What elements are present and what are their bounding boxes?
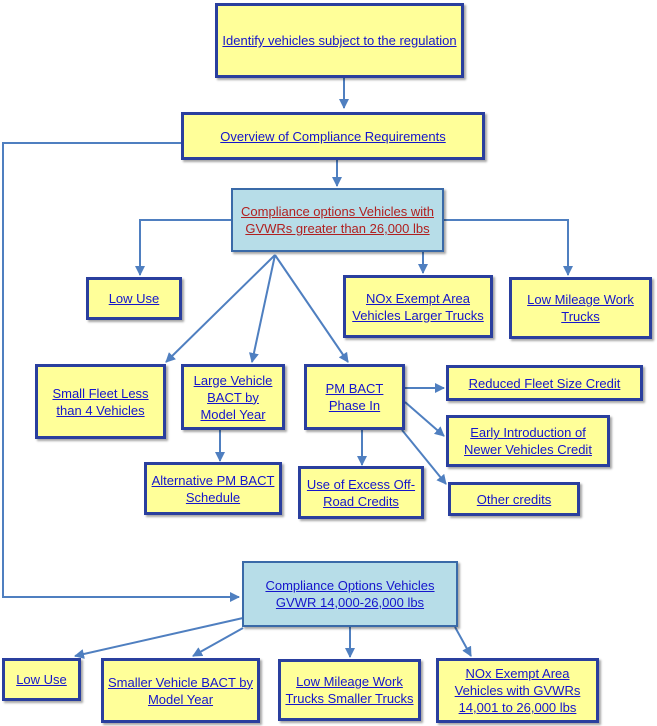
node-nox-exempt-small[interactable]: NOx Exempt Area Vehicles with GVWRs 14,0… xyxy=(436,658,599,723)
node-low-mileage-work[interactable]: Low Mileage Work Trucks xyxy=(509,277,652,339)
link-small-fleet[interactable]: Small Fleet Less than 4 Vehicles xyxy=(52,385,149,418)
link-identify-vehicles[interactable]: Identify vehicles subject to the regulat… xyxy=(222,33,457,48)
arrow-options-small-smaller-bact xyxy=(192,627,244,657)
node-low-use-large[interactable]: Low Use xyxy=(86,277,182,320)
link-low-mileage-work[interactable]: Low Mileage Work Trucks xyxy=(527,292,634,324)
link-pm-bact-phase-in[interactable]: PM BACT Phase In xyxy=(325,381,384,413)
node-low-use-small[interactable]: Low Use xyxy=(2,658,81,701)
node-identify-vehicles[interactable]: Identify vehicles subject to the regulat… xyxy=(215,3,464,78)
link-early-introduction[interactable]: Early Introduction of Newer Vehicles Cre… xyxy=(464,425,592,457)
arrow-overview-options-small xyxy=(2,142,240,602)
arrow-options-low-use xyxy=(135,219,231,276)
link-options-large-vehicles[interactable]: Compliance options Vehicles with GVWRs g… xyxy=(241,204,434,236)
link-overview-compliance[interactable]: Overview of Compliance Requirements xyxy=(220,128,446,144)
node-small-fleet[interactable]: Small Fleet Less than 4 Vehicles xyxy=(35,364,166,439)
node-low-mileage-smaller[interactable]: Low Mileage Work Trucks Smaller Trucks xyxy=(278,659,421,721)
arrow-options-large-bact xyxy=(249,254,276,363)
node-nox-exempt-large[interactable]: NOx Exempt Area Vehicles Larger Trucks xyxy=(343,275,493,338)
link-low-use-large[interactable]: Low Use xyxy=(108,291,160,306)
node-excess-offroad-credits[interactable]: Use of Excess Off-Road Credits xyxy=(298,466,424,519)
arrow-pm-other-credits xyxy=(401,429,447,485)
link-reduced-fleet-credit[interactable]: Reduced Fleet Size Credit xyxy=(468,375,621,391)
link-nox-exempt-small[interactable]: NOx Exempt Area Vehicles with GVWRs 14,0… xyxy=(454,666,581,715)
link-options-small-vehicles[interactable]: Compliance Options Vehicles GVWR 14,000-… xyxy=(265,578,435,610)
link-low-mileage-smaller[interactable]: Low Mileage Work Trucks Smaller Trucks xyxy=(285,674,414,706)
arrow-options-small-nox xyxy=(454,626,472,657)
node-reduced-fleet-credit[interactable]: Reduced Fleet Size Credit xyxy=(446,365,643,401)
node-large-vehicle-bact[interactable]: Large Vehicle BACT by Model Year xyxy=(181,364,285,430)
node-early-introduction[interactable]: Early Introduction of Newer Vehicles Cre… xyxy=(446,415,610,467)
arrow-options-pm-bact xyxy=(274,254,349,363)
arrow-options-low-mileage xyxy=(444,219,573,276)
link-alternative-pm-bact[interactable]: Alternative PM BACT Schedule xyxy=(151,472,275,505)
node-options-large-vehicles[interactable]: Compliance options Vehicles with GVWRs g… xyxy=(231,188,444,252)
arrow-options-small-low-use xyxy=(74,617,244,659)
link-other-credits[interactable]: Other credits xyxy=(476,491,552,507)
node-overview-compliance[interactable]: Overview of Compliance Requirements xyxy=(181,112,485,160)
node-options-small-vehicles[interactable]: Compliance Options Vehicles GVWR 14,000-… xyxy=(242,561,458,627)
arrow-options-small-fleet xyxy=(165,254,276,363)
link-excess-offroad-credits[interactable]: Use of Excess Off-Road Credits xyxy=(306,476,416,509)
link-large-vehicle-bact[interactable]: Large Vehicle BACT by Model Year xyxy=(193,372,273,422)
arrow-pm-early-intro xyxy=(404,401,445,437)
link-low-use-small[interactable]: Low Use xyxy=(16,672,67,687)
node-pm-bact-phase-in[interactable]: PM BACT Phase In xyxy=(304,364,405,430)
node-smaller-vehicle-bact[interactable]: Smaller Vehicle BACT by Model Year xyxy=(101,658,260,723)
link-nox-exempt-large[interactable]: NOx Exempt Area Vehicles Larger Trucks xyxy=(352,290,484,323)
link-smaller-vehicle-bact[interactable]: Smaller Vehicle BACT by Model Year xyxy=(108,674,253,707)
node-alternative-pm-bact[interactable]: Alternative PM BACT Schedule xyxy=(144,462,282,515)
node-other-credits[interactable]: Other credits xyxy=(448,482,580,516)
